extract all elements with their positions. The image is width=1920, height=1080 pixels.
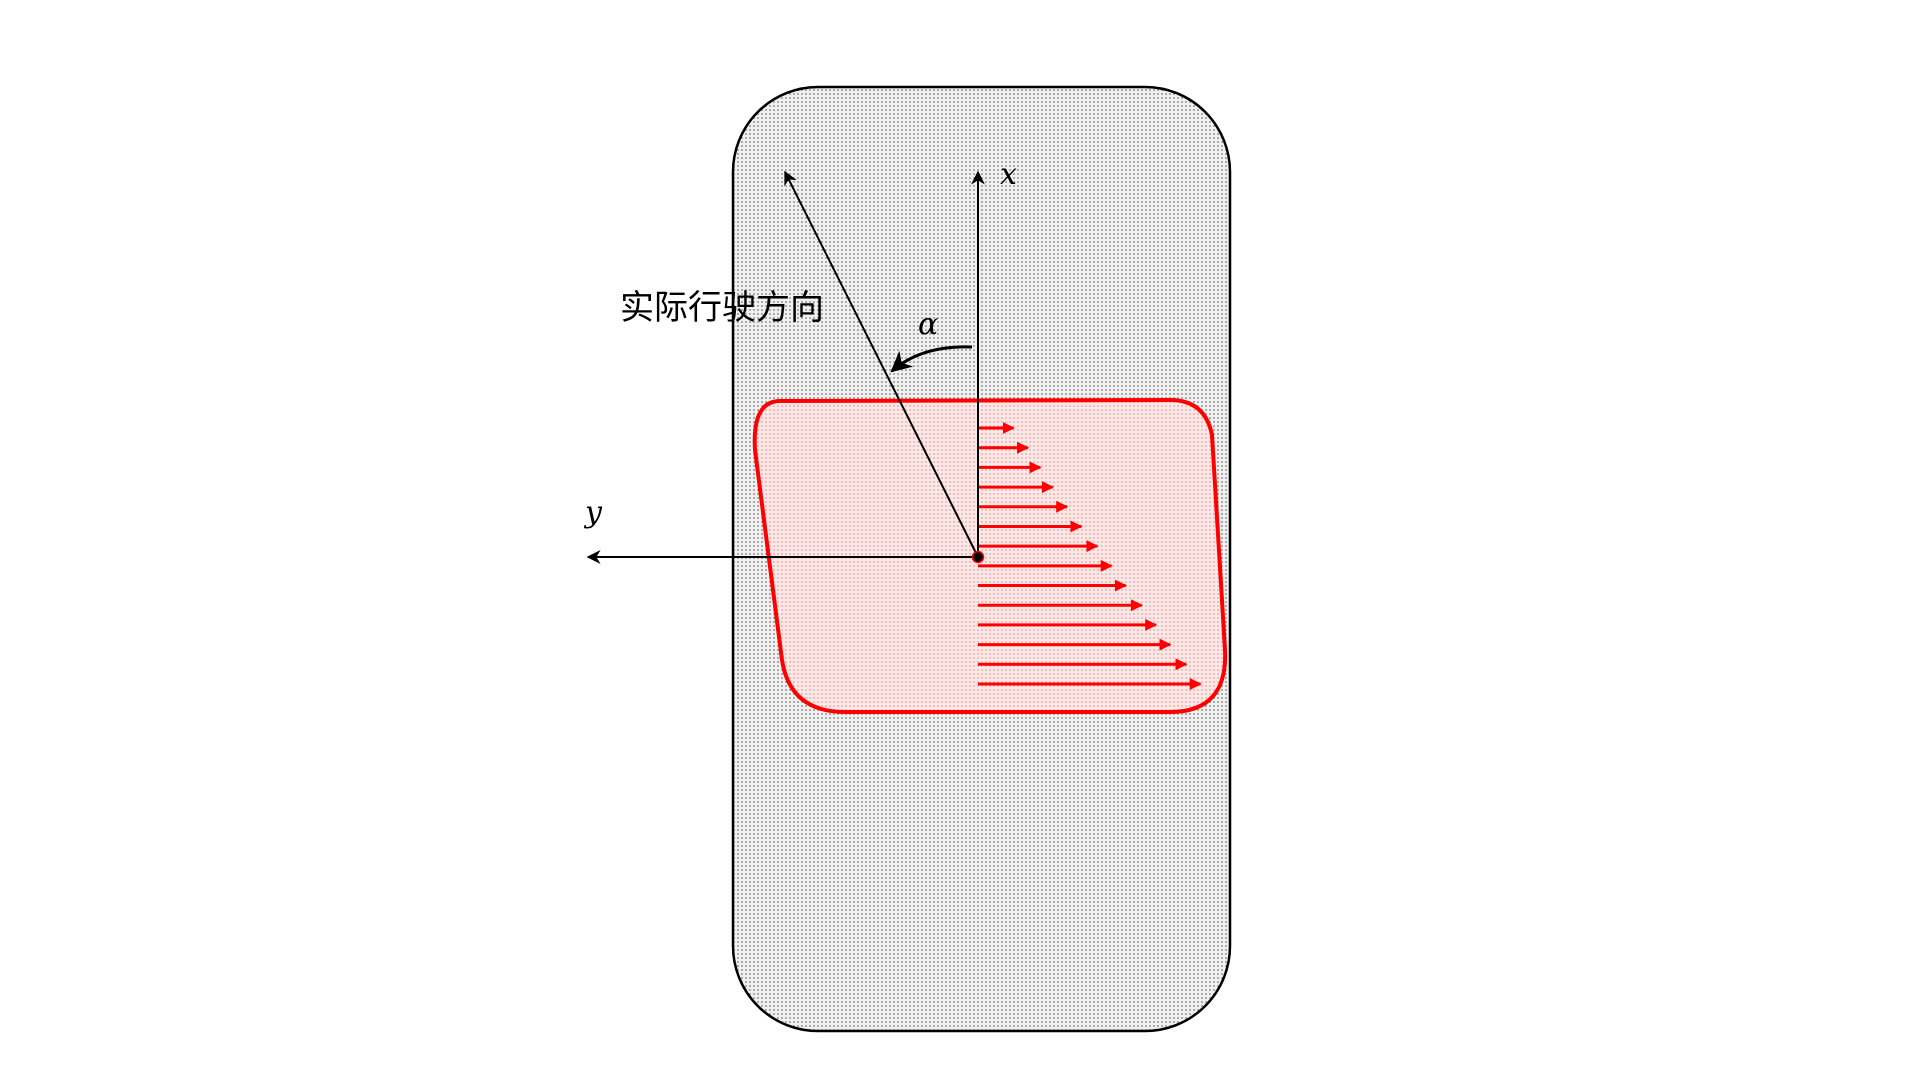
- x-axis-label: x: [1000, 157, 1017, 192]
- origin-point: [971, 550, 985, 564]
- contact-patch: [752, 398, 1228, 714]
- travel-direction-label: 实际行驶方向: [620, 288, 824, 328]
- force-arrow-group: [978, 422, 1202, 690]
- travel-direction-arrow: [784, 170, 979, 558]
- y-axis-label: y: [583, 495, 603, 530]
- slip-angle-label: α: [918, 307, 938, 342]
- slip-angle-arc: [890, 345, 973, 373]
